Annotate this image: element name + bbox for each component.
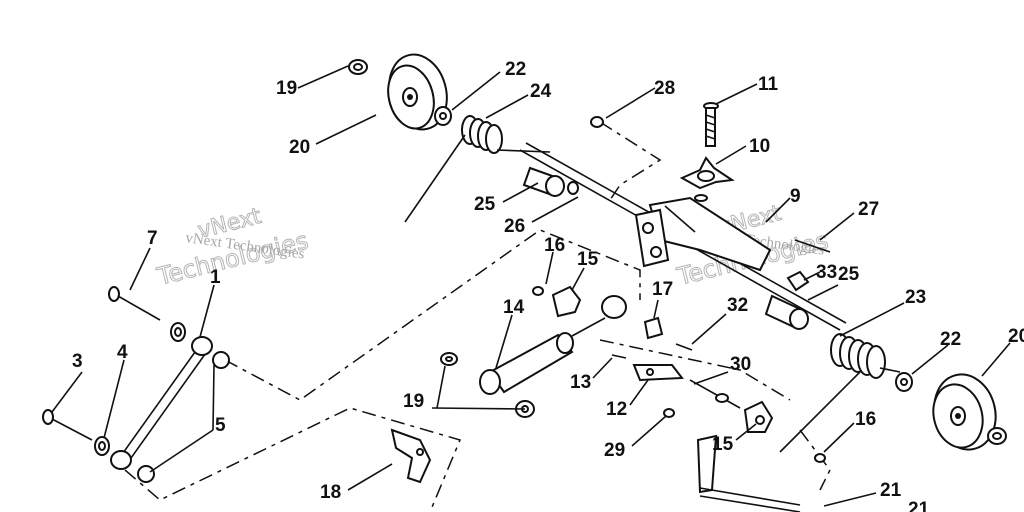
label-23: 23: [905, 287, 926, 308]
label-21-a: 21: [880, 480, 902, 501]
bushing-17: [643, 316, 664, 340]
lever-21: [696, 434, 801, 512]
nut-33: [786, 270, 810, 292]
wing-knob-10: [679, 156, 735, 190]
label-18: 18: [320, 482, 341, 503]
washer-19-top: [348, 59, 368, 75]
label-4: 4: [117, 342, 128, 363]
nut-28: [590, 116, 604, 128]
pin-16-right: [814, 453, 826, 463]
label-20-right: 20: [1008, 326, 1024, 347]
pin-32: [675, 343, 693, 351]
label-24: 24: [530, 81, 552, 102]
label-16-left: 16: [544, 235, 565, 256]
label-32: 32: [727, 295, 748, 316]
label-5: 5: [215, 415, 226, 436]
pulley-right: [932, 373, 1007, 451]
label-13: 13: [570, 372, 591, 393]
label-30: 30: [730, 354, 751, 375]
clevis-12: [632, 364, 684, 382]
label-28: 28: [654, 78, 675, 99]
label-17: 17: [652, 279, 673, 300]
label-27: 27: [858, 199, 879, 220]
label-20-top: 20: [289, 137, 310, 158]
label-19-bottom: 19: [403, 391, 424, 412]
pin-13: [611, 354, 627, 359]
pin-30: [689, 379, 741, 409]
washer-22-top: [434, 106, 452, 126]
label-33: 33: [816, 262, 837, 283]
watermark-left: vNext Technologies vNext Technologies: [153, 203, 311, 291]
label-16-right: 16: [855, 409, 876, 430]
label-22-top: 22: [505, 59, 526, 80]
torsion-spring-top: [404, 115, 551, 223]
bushing-5-upper: [212, 351, 230, 369]
bolt-3: [42, 409, 93, 441]
label-1: 1: [210, 267, 221, 288]
bracket-18: [390, 428, 432, 484]
leader-lines: [51, 65, 1011, 507]
bracket-9: [634, 196, 772, 272]
label-9: 9: [790, 186, 801, 207]
label-10: 10: [749, 136, 770, 157]
label-21-b: 21: [908, 499, 930, 512]
bushing-top: [522, 166, 579, 197]
label-11: 11: [758, 74, 779, 95]
label-19-top: 19: [276, 78, 297, 99]
label-25-top: 25: [474, 194, 496, 215]
block-15-right: [743, 400, 774, 433]
label-15-right: 15: [712, 434, 734, 455]
label-15-left: 15: [577, 249, 599, 270]
torsion-spring-right: [779, 333, 901, 453]
label-3: 3: [72, 351, 83, 372]
washer-29: [663, 408, 675, 418]
label-25-right: 25: [838, 264, 860, 285]
damper-14: [479, 295, 627, 395]
bushing-right: [764, 294, 809, 330]
bolt-7: [108, 286, 161, 321]
bolt-11: [703, 102, 719, 147]
washer-19-bottom-a: [440, 352, 458, 366]
label-14: 14: [503, 297, 525, 318]
block-15-left: [551, 285, 582, 318]
link-rod-1: [110, 336, 213, 470]
label-22-right: 22: [940, 329, 961, 350]
label-7: 7: [147, 228, 158, 249]
washer-4-upper: [170, 322, 186, 342]
bolt-27: [794, 239, 831, 253]
label-26: 26: [504, 216, 525, 237]
washer-4-lower: [94, 436, 110, 456]
pulley-top-left: [387, 53, 448, 131]
washer-small-10: [694, 194, 708, 202]
washer-22-right: [895, 372, 913, 392]
label-29: 29: [604, 440, 625, 461]
label-12: 12: [606, 399, 627, 420]
pin-16-left: [532, 286, 544, 296]
bushing-5-lower: [137, 465, 155, 483]
